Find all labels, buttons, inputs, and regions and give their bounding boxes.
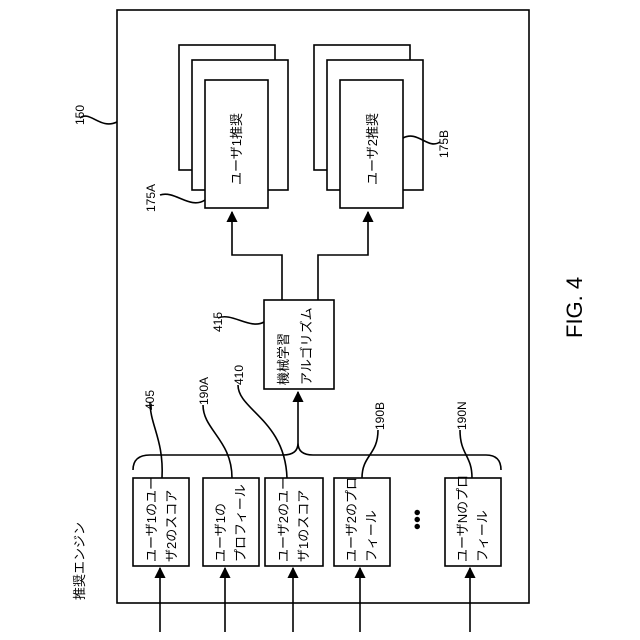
input-box-2	[203, 478, 259, 566]
input-box-1	[133, 478, 189, 566]
input-3-line2: ザ1のスコア	[296, 490, 311, 562]
input-box-5	[445, 478, 501, 566]
input-4-line1: ユーザ2のプロ	[344, 477, 359, 562]
output-b-label: ユーザ2推奨	[365, 113, 380, 185]
algorithm-line2: アルゴリズム	[299, 307, 314, 385]
input-2-line1: ユーザ1の	[213, 503, 228, 562]
input-box-4	[334, 478, 390, 566]
figure-label: FIG. 4	[562, 277, 587, 338]
ref-410: 410	[232, 365, 246, 385]
input-3-line1: ユーザ2のユー	[276, 477, 291, 562]
input-1-line2: ザ2のスコア	[164, 490, 179, 562]
input-box-3	[265, 478, 323, 566]
ref-175b: 175B	[437, 130, 451, 158]
output-a-label: ユーザ1推奨	[229, 113, 244, 185]
engine-label: 推奨エンジン	[72, 522, 87, 600]
input-4-line2: フィール	[364, 510, 379, 562]
ref-190b: 190B	[373, 402, 387, 430]
input-5-line2: フィール	[475, 510, 490, 562]
input-1-line1: ユーザ1のユー	[144, 477, 159, 562]
ref-190n: 190N	[455, 401, 469, 430]
input-5-line1: ユーザNのプロ	[455, 475, 470, 562]
algorithm-line1: 機械学習	[276, 333, 291, 385]
ref-415: 415	[211, 312, 225, 332]
ellipsis: •••	[407, 509, 429, 530]
ref-190a: 190A	[197, 377, 211, 405]
engine-ref: 150	[73, 105, 87, 125]
input-2-line2: プロフィール	[233, 484, 248, 562]
ref-175a: 175A	[144, 184, 158, 212]
